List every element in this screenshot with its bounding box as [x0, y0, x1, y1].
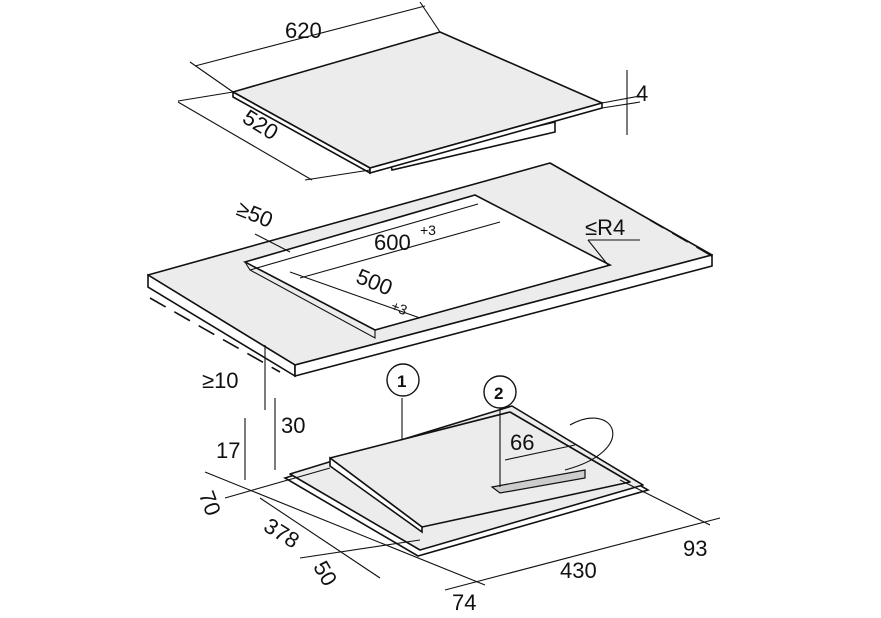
label-width-620: 620 [285, 18, 322, 43]
label-17: 17 [216, 438, 240, 463]
label-clearance-10: ≥10 [202, 368, 239, 393]
label-430: 430 [560, 558, 597, 583]
label-cutout-width: 600 [374, 230, 411, 255]
hob-glass-top [232, 31, 603, 175]
dim-lines-top [177, 1, 641, 181]
label-378: 378 [259, 513, 303, 554]
label-cutout-width-tolerance: +3 [420, 222, 436, 238]
label-66: 66 [510, 430, 534, 455]
label-edge-min-50: ≥50 [233, 196, 276, 233]
label-74: 74 [452, 590, 476, 615]
label-radius: ≤R4 [585, 215, 625, 240]
label-thickness-4: 4 [636, 81, 648, 106]
label-cutout-depth-tolerance: +3 [389, 297, 410, 318]
label-70: 70 [194, 487, 226, 519]
countertop [147, 162, 713, 378]
label-30: 30 [281, 413, 305, 438]
hob-unit [204, 345, 721, 591]
label-50: 50 [308, 556, 342, 590]
callout-2: 2 [494, 384, 503, 403]
callout-1: 1 [397, 372, 406, 391]
callout-circle-1 [386, 363, 420, 397]
label-93: 93 [683, 536, 707, 561]
callout-circle-2 [483, 375, 517, 409]
